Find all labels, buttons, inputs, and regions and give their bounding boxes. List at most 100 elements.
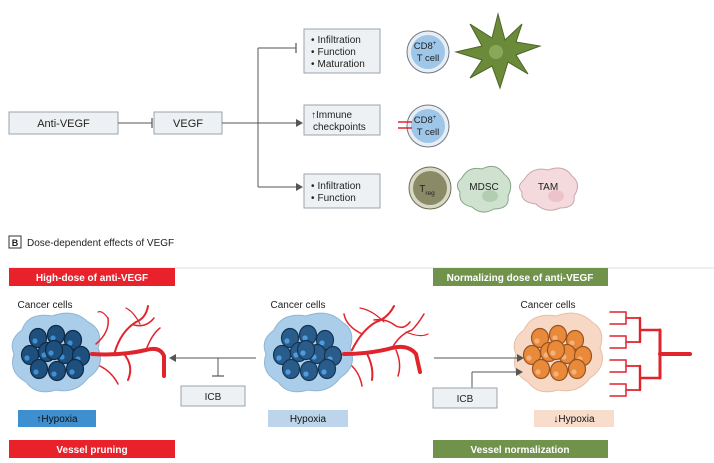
effects-box-1 (303, 28, 381, 74)
svg-text:MDSC: MDSC (469, 182, 498, 193)
cell-nucleus (543, 352, 549, 358)
arrow-to-left-head (169, 354, 176, 362)
cell-nucleus (569, 340, 575, 346)
svg-text:Treg: Treg (419, 184, 435, 197)
svg-text:T cell: T cell (417, 127, 440, 138)
cell-nucleus (285, 369, 291, 375)
cancer-cell (299, 360, 319, 382)
svg-text:T cell: T cell (417, 53, 440, 64)
tumor-right (513, 311, 692, 397)
cancer-cell (44, 339, 64, 361)
cancer-cells-label-center: Cancer cells (270, 300, 325, 311)
vessel-branch (609, 335, 641, 343)
tumor-center (263, 305, 429, 393)
hypoxia-down-box (534, 410, 614, 427)
pruned-vessels (90, 305, 166, 385)
cancer-cell (317, 358, 337, 380)
vessel-branch (609, 383, 641, 391)
cell-nucleus (48, 350, 54, 356)
arrow-head-bottom (296, 183, 303, 191)
cancer-cell (546, 339, 566, 361)
mdsc-cell: MDSC (456, 165, 512, 213)
green-dendritic-cell (454, 12, 542, 90)
cancer-cell (531, 358, 551, 380)
cancer-cell (549, 360, 569, 382)
high-dose-label: High-dose of anti-VEGF (36, 273, 148, 284)
cell-nucleus (284, 338, 290, 344)
vessel-branch (609, 365, 641, 373)
cancer-cell (47, 360, 67, 382)
cell-nucleus (319, 340, 325, 346)
panel-b-title: Dose-dependent effects of VEGF (27, 238, 174, 249)
arrow-to-right-head (517, 354, 524, 362)
vessel-branch (609, 317, 641, 325)
box3-item-1: •Infiltration (311, 181, 361, 192)
tam-cell: TAM (518, 167, 578, 211)
tumor-right-cells (522, 324, 593, 382)
svg-text:TAM: TAM (538, 182, 558, 193)
hypoxia-label: Hypoxia (290, 414, 327, 425)
effects-box-2 (303, 104, 381, 136)
abnormal-vessels (342, 305, 429, 387)
cell-nucleus (553, 371, 559, 377)
cell-nucleus (32, 338, 38, 344)
cell-nucleus (293, 352, 299, 358)
cell-nucleus (24, 355, 30, 361)
cancer-cell (567, 358, 587, 380)
cell-nucleus (571, 369, 577, 375)
panel-b-letter: B (12, 238, 19, 248)
effects-box-3 (303, 173, 381, 209)
svg-text:CD8+: CD8+ (414, 41, 437, 52)
tumor-left-cells (20, 324, 91, 382)
icb-label-right: ICB (457, 394, 474, 405)
cell-nucleus (67, 340, 73, 346)
cell-nucleus (550, 350, 556, 356)
cell-nucleus (526, 355, 532, 361)
cancer-cell (65, 358, 85, 380)
hypoxia-up-label: ↑Hypoxia (36, 414, 78, 425)
vessel-branch (609, 311, 641, 319)
vessel-branch (609, 359, 641, 367)
vessel-branch (609, 341, 641, 349)
box2-line-1: ↑Immune (311, 110, 353, 121)
high-dose-banner (9, 268, 175, 286)
cell-nucleus (41, 352, 47, 358)
cd8-t-cell-checkpoint: CD8+ T cell (398, 104, 450, 148)
hypoxia-box (268, 410, 348, 427)
vessel-normalization-banner (433, 440, 608, 458)
icb-box-right (432, 387, 498, 409)
panel-b-letter-box (8, 235, 22, 249)
cell-nucleus (303, 371, 309, 377)
panel-a: Anti-VEGF VEGF •Infiltration •Function •… (8, 12, 578, 213)
icb-label-left: ICB (205, 392, 222, 403)
arrow-head-mid (296, 119, 303, 127)
box2-line-2: checkpoints (313, 122, 366, 133)
cell-nucleus (302, 335, 308, 341)
cell-nucleus (33, 369, 39, 375)
panel-b: B Dose-dependent effects of VEGF High-do… (8, 235, 714, 458)
cell-nucleus (300, 350, 306, 356)
box1-item-2: •Function (311, 47, 356, 58)
cell-nucleus (321, 369, 327, 375)
normalizing-dose-label: Normalizing dose of anti-VEGF (447, 273, 594, 284)
cd8-t-cell-top: CD8+ T cell (406, 30, 450, 74)
vessel-pruning-banner (9, 440, 175, 458)
tumor-center-cells (272, 324, 343, 382)
cell-nucleus (51, 371, 57, 377)
hypoxia-up-box (18, 410, 96, 427)
svg-text:CD8+: CD8+ (414, 115, 437, 126)
normalizing-dose-banner (433, 268, 608, 286)
cancer-cell (29, 358, 49, 380)
cell-nucleus (69, 369, 75, 375)
cell-nucleus (552, 335, 558, 341)
hypoxia-down-label: ↓Hypoxia (553, 414, 595, 425)
normalized-vessels (609, 311, 692, 397)
box3-item-2: •Function (311, 193, 356, 204)
anti-vegf-label: Anti-VEGF (37, 118, 90, 130)
vessel-pruning-label: Vessel pruning (56, 445, 127, 456)
box1-item-1: •Infiltration (311, 35, 361, 46)
cancer-cells-label-right: Cancer cells (520, 300, 575, 311)
cell-nucleus (534, 338, 540, 344)
icb-box-left (180, 385, 246, 407)
vessel-normalization-label: Vessel normalization (471, 445, 570, 456)
